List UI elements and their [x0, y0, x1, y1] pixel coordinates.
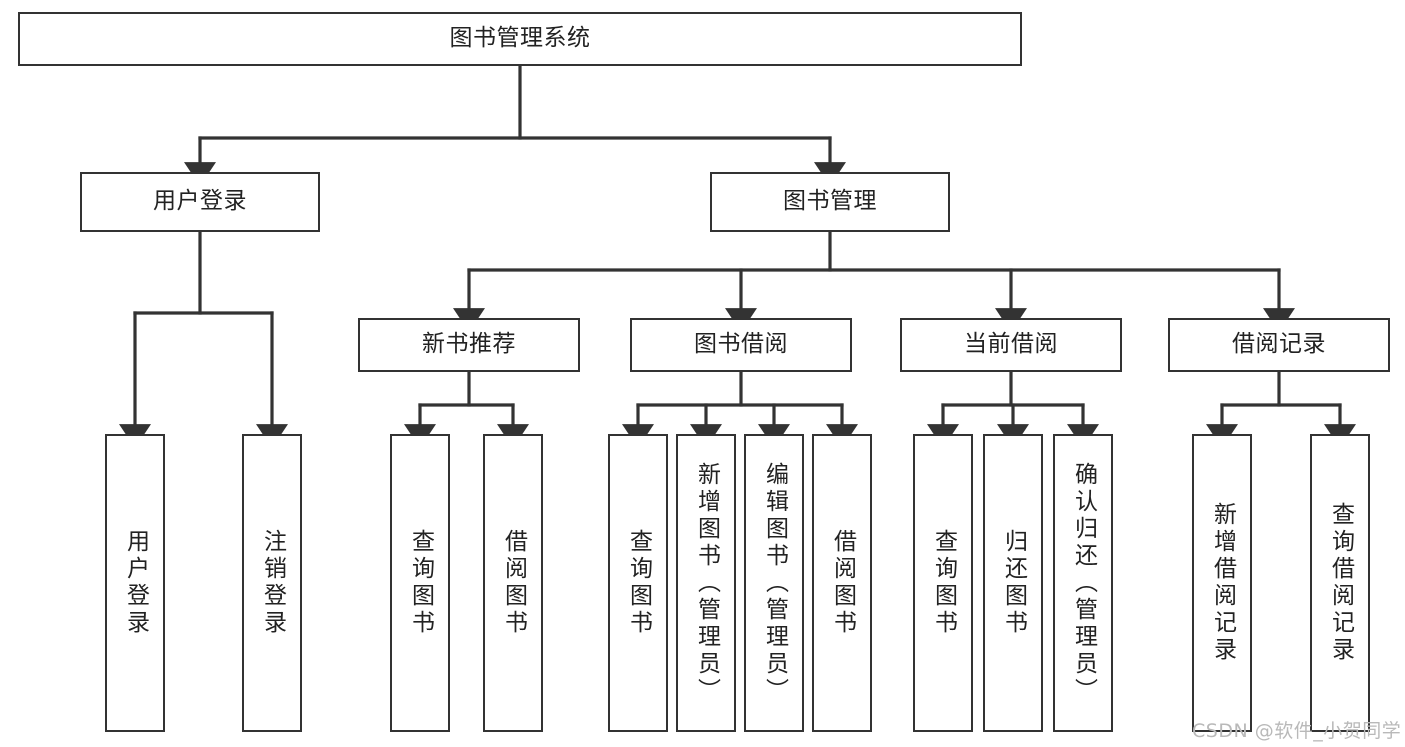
node-leaf-query-borrow-record[interactable]: 查询借阅记录 — [1310, 434, 1370, 732]
node-leaf-label: 编辑图书（管理员） — [761, 461, 788, 705]
node-leaf-label: 归还图书 — [1000, 529, 1027, 637]
node-leaf-label: 查询图书 — [625, 529, 652, 637]
node-user-login[interactable]: 用户登录 — [80, 172, 320, 232]
node-leaf-borrow-book-newbook[interactable]: 借阅图书 — [483, 434, 543, 732]
node-leaf-logout-login[interactable]: 注销登录 — [242, 434, 302, 732]
node-leaf-label: 查询图书 — [930, 529, 957, 637]
node-leaf-label: 查询图书 — [407, 529, 434, 637]
node-leaf-query-book-borrow[interactable]: 查询图书 — [608, 434, 668, 732]
node-book-borrow[interactable]: 图书借阅 — [630, 318, 852, 372]
node-leaf-return-book[interactable]: 归还图书 — [983, 434, 1043, 732]
node-leaf-confirm-return-admin[interactable]: 确认归还（管理员） — [1053, 434, 1113, 732]
node-leaf-label: 新增图书（管理员） — [693, 461, 720, 705]
node-leaf-label: 查询借阅记录 — [1327, 502, 1354, 664]
node-borrow-record[interactable]: 借阅记录 — [1168, 318, 1390, 372]
node-leaf-add-borrow-record[interactable]: 新增借阅记录 — [1192, 434, 1252, 732]
node-leaf-query-book-current[interactable]: 查询图书 — [913, 434, 973, 732]
node-leaf-label: 借阅图书 — [829, 529, 856, 637]
watermark-text: CSDN @软件_小贺同学 — [1192, 720, 1402, 742]
node-leaf-label: 确认归还（管理员） — [1070, 461, 1097, 705]
node-root-label: 图书管理系统 — [449, 25, 591, 52]
node-current-borrow-label: 当前借阅 — [964, 331, 1058, 358]
node-leaf-borrow-book[interactable]: 借阅图书 — [812, 434, 872, 732]
node-book-borrow-label: 图书借阅 — [694, 331, 788, 358]
node-root-book-management-system[interactable]: 图书管理系统 — [18, 12, 1022, 66]
node-user-login-label: 用户登录 — [153, 188, 247, 215]
node-book-management-label: 图书管理 — [783, 188, 877, 215]
node-current-borrow[interactable]: 当前借阅 — [900, 318, 1122, 372]
node-leaf-edit-book-admin[interactable]: 编辑图书（管理员） — [744, 434, 804, 732]
node-leaf-label: 注销登录 — [259, 529, 286, 637]
node-leaf-label: 借阅图书 — [500, 529, 527, 637]
node-leaf-add-book-admin[interactable]: 新增图书（管理员） — [676, 434, 736, 732]
node-new-book-recommend[interactable]: 新书推荐 — [358, 318, 580, 372]
node-leaf-label: 用户登录 — [122, 529, 149, 637]
node-borrow-record-label: 借阅记录 — [1232, 331, 1326, 358]
node-leaf-label: 新增借阅记录 — [1209, 502, 1236, 664]
node-leaf-query-book-newbook[interactable]: 查询图书 — [390, 434, 450, 732]
node-leaf-user-login[interactable]: 用户登录 — [105, 434, 165, 732]
node-book-management[interactable]: 图书管理 — [710, 172, 950, 232]
node-new-book-recommend-label: 新书推荐 — [422, 331, 516, 358]
